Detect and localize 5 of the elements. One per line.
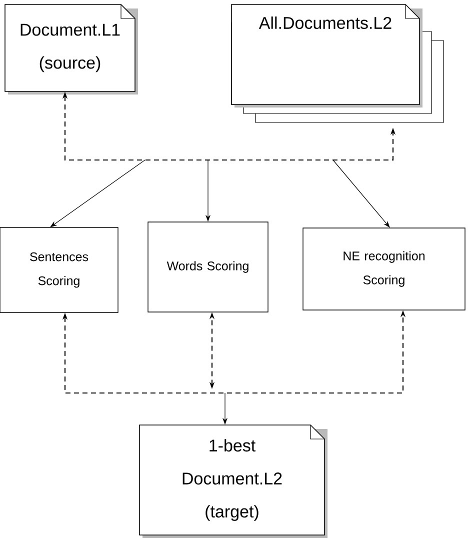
arrow xyxy=(50,160,146,228)
scoring-box: NE recognition Scoring xyxy=(302,228,466,310)
scoring-box: Words Scoring xyxy=(148,222,268,312)
document-stack: All.Documents.L2 xyxy=(231,4,444,123)
scoring-box: Sentences Scoring xyxy=(0,227,118,313)
